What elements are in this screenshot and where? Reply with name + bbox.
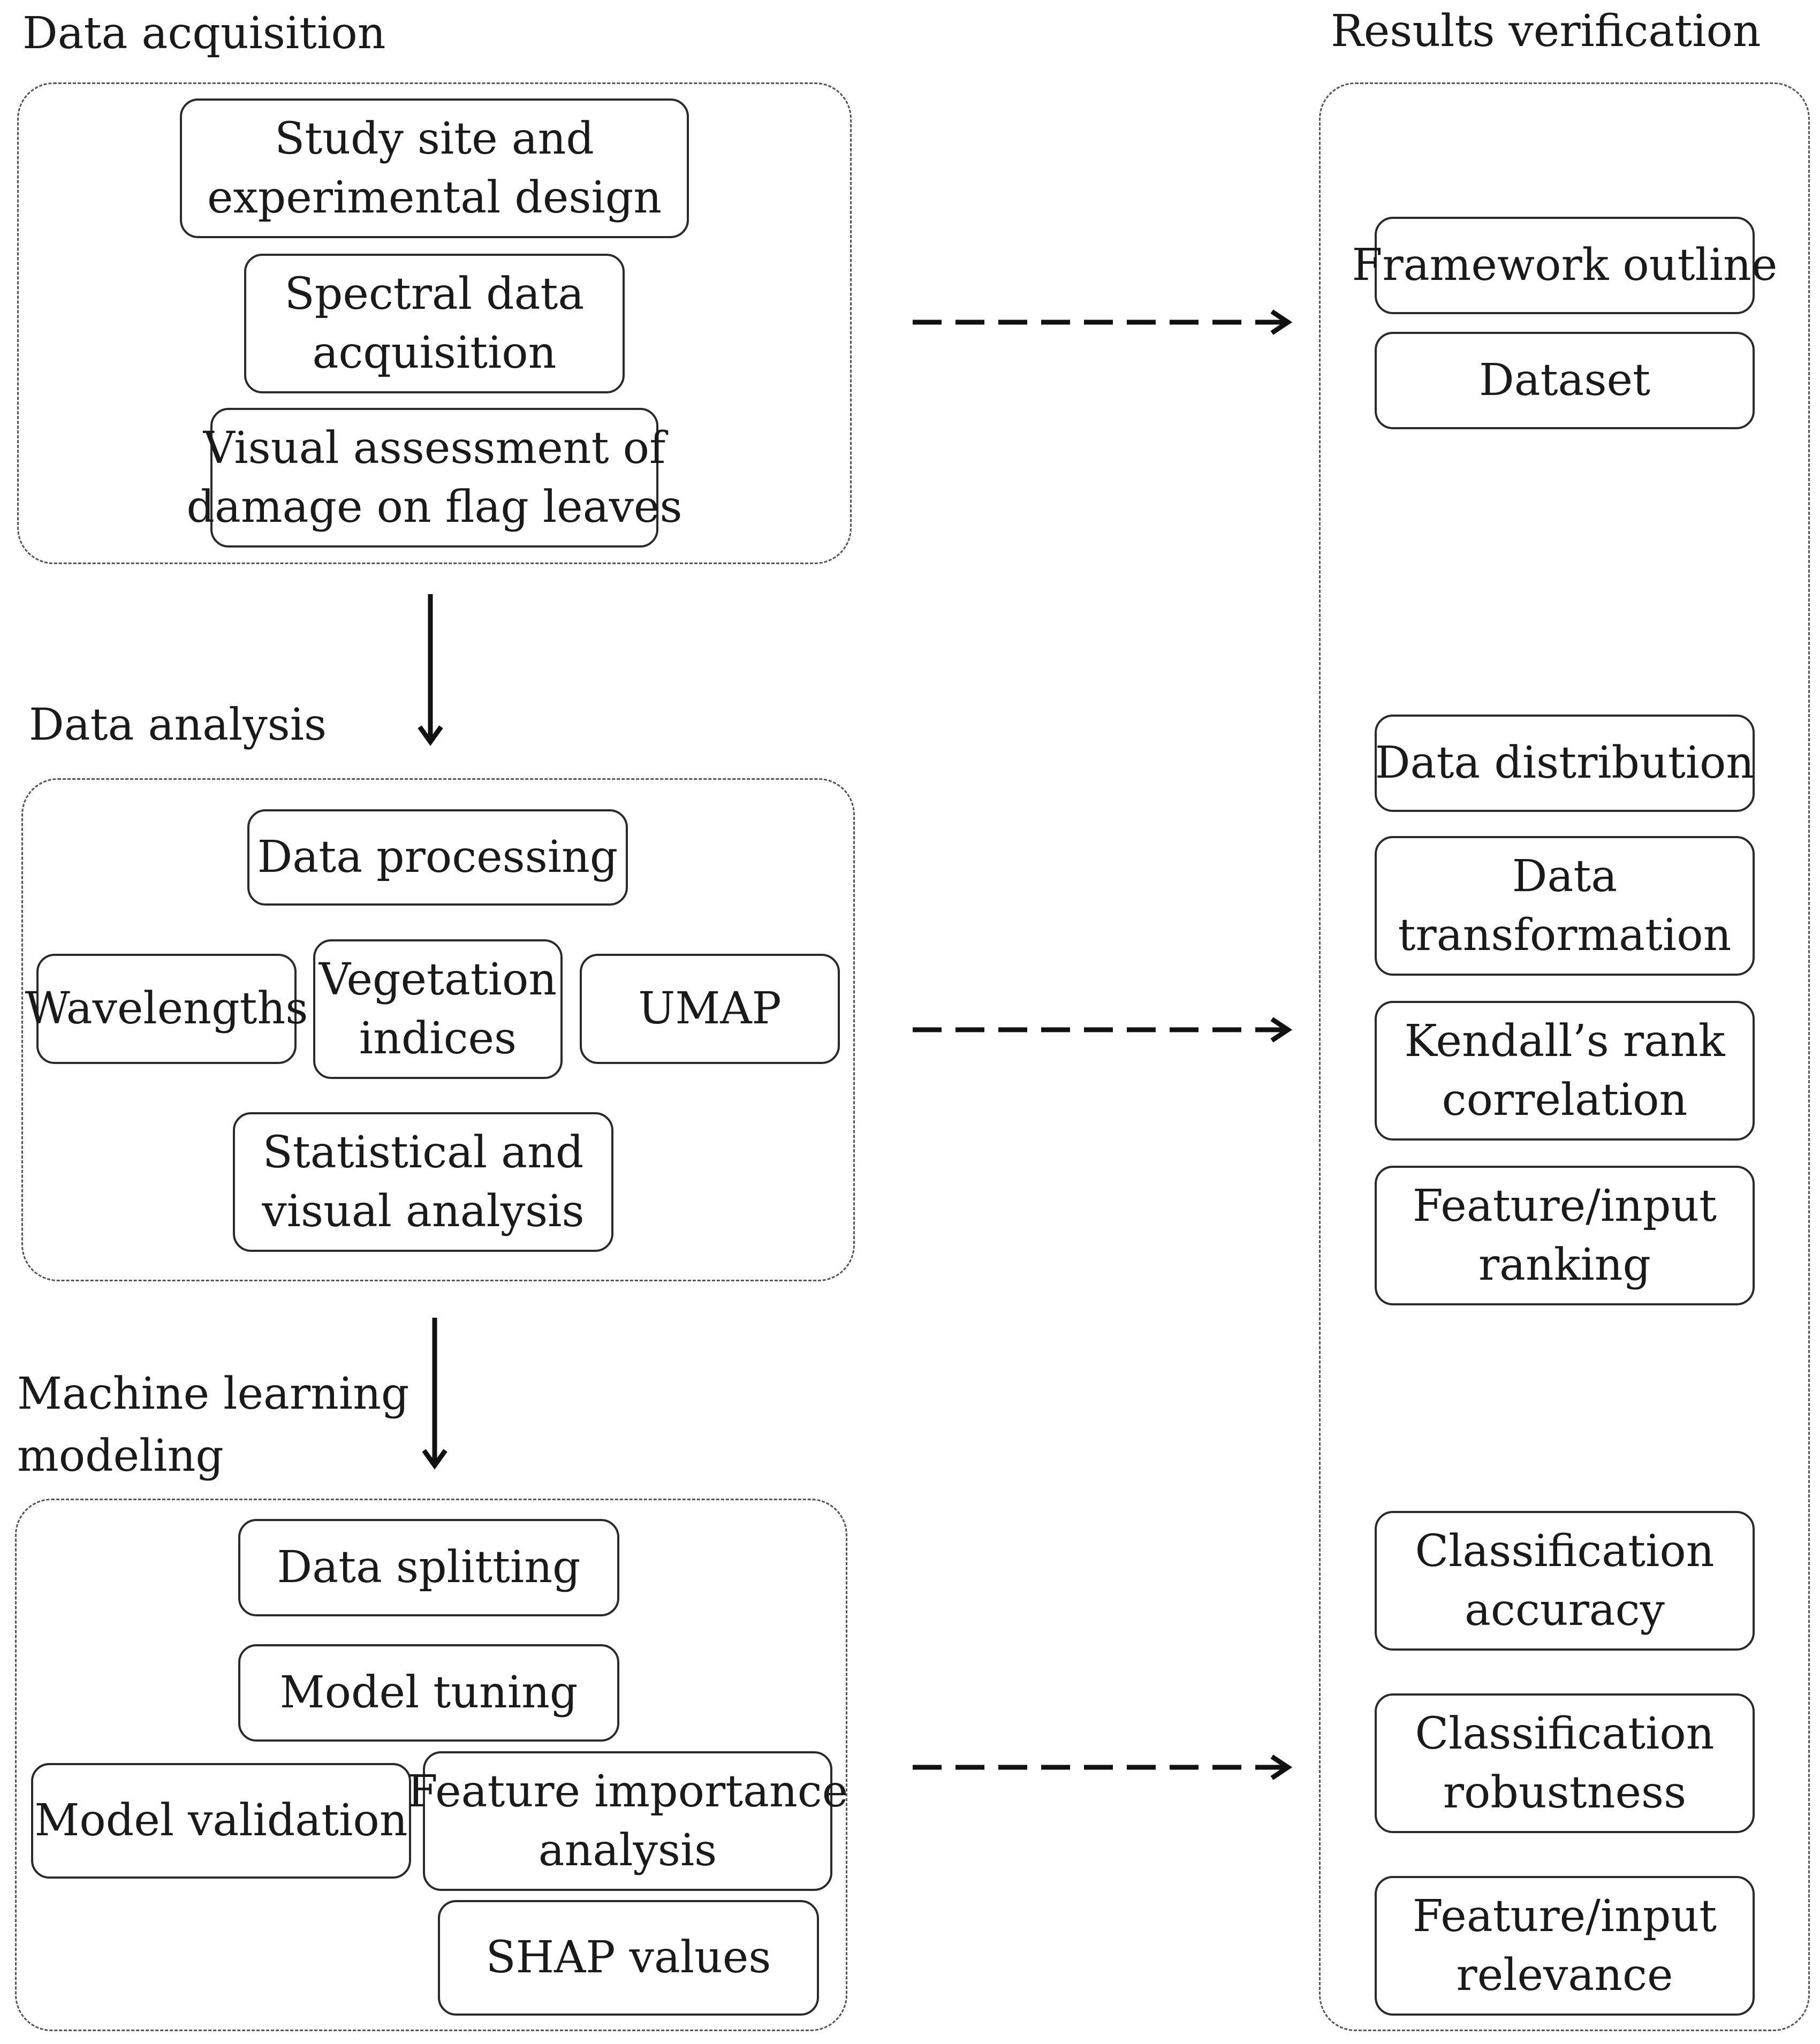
vegetation-indices-line2: indices [359,1013,517,1064]
feature-importance-line1: Feature importance [407,1766,848,1817]
model-tuning-box: Model tuning [238,1644,619,1742]
feature-relevance-line2: relevance [1456,1949,1673,2001]
study-site-box: Study site and experimental design [180,98,689,238]
shap-values-label: SHAP values [486,1932,771,1983]
framework-outline-box: Framework outline [1352,217,1777,314]
spectral-data-line2: acquisition [312,327,557,378]
shap-values-box: SHAP values [438,1900,819,2016]
results-verification-group [1319,82,1810,2031]
dashed-arrow-modeling-to-results [913,1754,1293,1780]
machine-learning-title-line2: modeling [17,1431,224,1481]
statistical-analysis-line2: visual analysis [262,1186,585,1237]
model-validation-label: Model validation [34,1795,408,1846]
umap-box: UMAP [580,954,840,1064]
feature-importance-box: Feature importance analysis [407,1751,848,1891]
classification-accuracy-line1: Classification [1415,1525,1715,1577]
wavelengths-label: Wavelengths [25,983,308,1034]
umap-label: UMAP [638,983,782,1034]
feature-relevance-box: Feature/input relevance [1375,1876,1755,2016]
data-transformation-line1: Data [1512,850,1618,902]
machine-learning-title-line1: Machine learning [17,1369,410,1419]
machine-learning-group [15,1499,847,2031]
wavelengths-box: Wavelengths [25,954,308,1064]
data-analysis-title: Data analysis [29,700,327,750]
data-distribution-label: Data distribution [1375,738,1755,788]
vegetation-indices-line1: Vegetation [318,954,557,1005]
data-processing-label: Data processing [257,832,618,883]
results-verification-title: Results verification [1331,6,1761,57]
data-acquisition-group [17,82,852,564]
classification-accuracy-box: Classification accuracy [1375,1511,1755,1651]
classification-robustness-box: Classification robustness [1375,1693,1755,1833]
statistical-analysis-box: Statistical and visual analysis [233,1112,613,1252]
classification-robustness-line1: Classification [1415,1708,1715,1759]
arrow-acquisition-to-analysis [418,594,443,746]
model-validation-box: Model validation [31,1763,411,1879]
feature-relevance-line1: Feature/input [1412,1890,1717,1942]
dashed-arrow-analysis-to-results [913,1017,1293,1043]
feature-ranking-line2: ranking [1478,1239,1651,1290]
data-analysis-group [21,778,855,1281]
feature-ranking-line1: Feature/input [1412,1180,1717,1232]
data-distribution-box: Data distribution [1375,715,1755,812]
classification-accuracy-line2: accuracy [1465,1584,1665,1636]
visual-assessment-box: Visual assessment of damage on flag leav… [186,408,682,548]
data-transformation-line2: transformation [1398,909,1732,961]
framework-outline-label: Framework outline [1352,240,1778,291]
kendall-correlation-line2: correlation [1442,1074,1688,1126]
study-site-line2: experimental design [207,172,662,223]
vegetation-indices-box: Vegetation indices [313,939,563,1079]
data-processing-box: Data processing [247,809,628,906]
kendall-correlation-line1: Kendall’s rank [1404,1015,1725,1067]
data-transformation-box: Data transformation [1375,836,1755,976]
kendall-correlation-box: Kendall’s rank correlation [1375,1001,1755,1141]
visual-assessment-line1: Visual assessment of [203,422,666,474]
spectral-data-line1: Spectral data [284,268,585,320]
classification-robustness-line2: robustness [1443,1767,1687,1818]
dataset-label: Dataset [1478,355,1651,406]
data-splitting-box: Data splitting [238,1519,619,1616]
study-site-line1: Study site and [275,113,594,164]
visual-assessment-line2: damage on flag leaves [186,481,682,533]
data-splitting-label: Data splitting [277,1542,581,1593]
dashed-arrow-acquisition-to-results [913,309,1293,335]
feature-ranking-box: Feature/input ranking [1375,1166,1755,1305]
model-tuning-label: Model tuning [279,1667,578,1718]
arrow-analysis-to-modeling [422,1318,448,1470]
dataset-box: Dataset [1375,332,1755,429]
data-acquisition-title: Data acquisition [22,8,386,59]
spectral-data-box: Spectral data acquisition [244,254,625,393]
statistical-analysis-line1: Statistical and [262,1127,584,1178]
feature-importance-line2: analysis [538,1825,717,1876]
